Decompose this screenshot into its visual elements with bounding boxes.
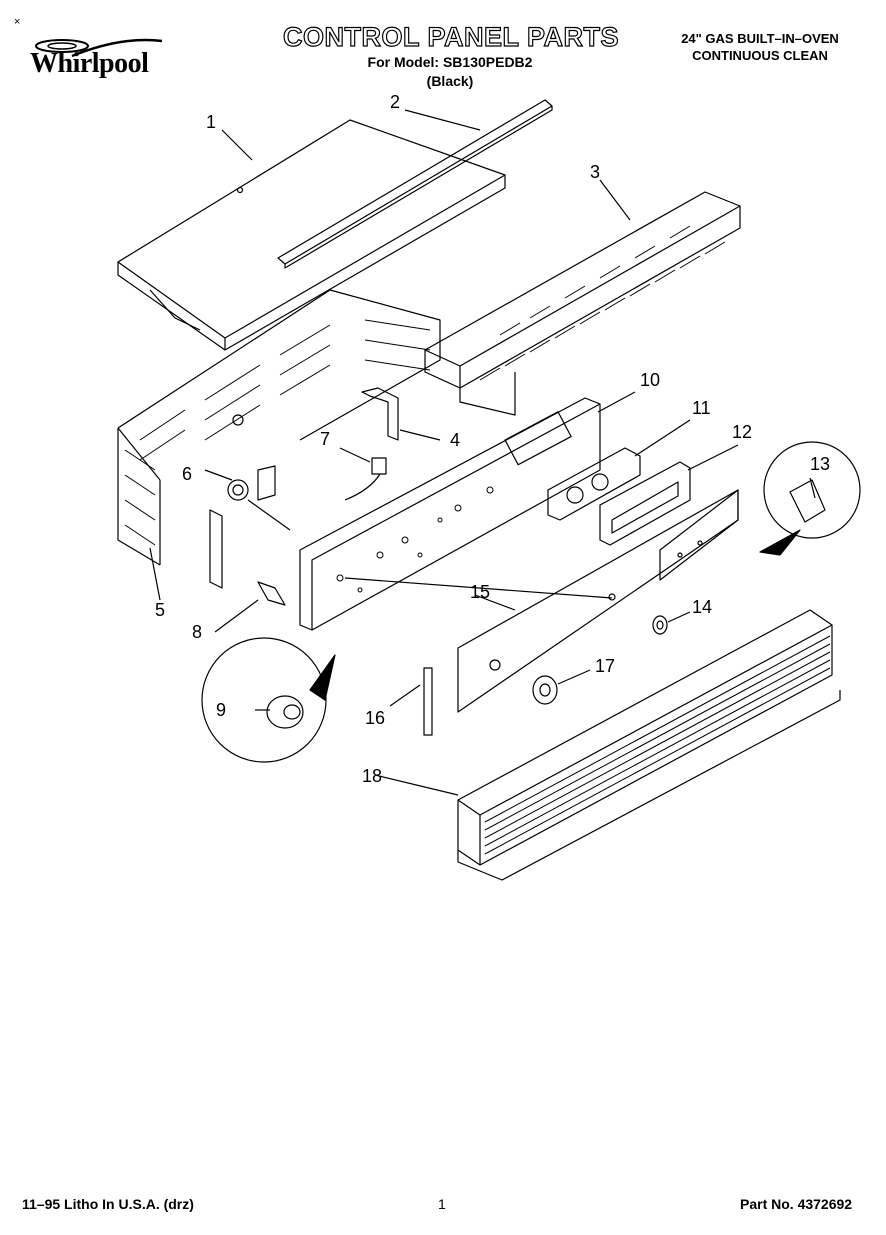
callout-9: 9	[216, 700, 226, 720]
part-wire-harness	[344, 457, 387, 501]
callout-8: 8	[192, 622, 202, 642]
callout-10: 10	[640, 370, 660, 390]
color-line: (Black)	[426, 73, 474, 89]
callout-4: 4	[450, 430, 460, 450]
callout-1: 1	[206, 112, 216, 132]
callout-12: 12	[732, 422, 752, 442]
part-grille	[457, 609, 841, 881]
print-info: 11–95 Litho In U.S.A. (drz)	[22, 1196, 194, 1212]
callout-14: 14	[692, 597, 712, 617]
callout-13: 13	[810, 454, 830, 474]
callout-11: 11	[692, 398, 711, 418]
part-thermostat	[227, 465, 291, 531]
part-rod	[344, 577, 613, 599]
part-gasket-strip	[423, 667, 433, 736]
callout-18: 18	[362, 766, 382, 786]
part-control-plate	[299, 397, 601, 631]
part-washer	[652, 615, 668, 635]
callout-15: 15	[470, 582, 490, 602]
callout-6: 6	[182, 464, 192, 484]
model-line: For Model: SB130PEDB2	[367, 54, 533, 70]
part-side-bracket	[209, 509, 223, 589]
callout-5: 5	[155, 600, 165, 620]
page-title: CONTROL PANEL PARTS	[282, 21, 620, 52]
part-display-frames	[547, 447, 691, 546]
part-housing	[117, 289, 441, 566]
callout-2: 2	[390, 92, 400, 112]
part-bracket-clip	[361, 387, 399, 441]
callout-17: 17	[595, 656, 615, 676]
page-number: 1	[438, 1196, 446, 1212]
product-description: 24" GAS BUILT–IN–OVEN CONTINUOUS CLEAN	[640, 30, 880, 64]
whirlpool-swoosh-logo	[35, 38, 163, 58]
callout-7: 7	[320, 429, 330, 449]
corner-mark: ×	[14, 16, 21, 28]
product-line-2: CONTINUOUS CLEAN	[692, 48, 828, 63]
inset-grommet-9	[201, 637, 336, 763]
part-top-cover	[117, 119, 506, 351]
product-line-1: 24" GAS BUILT–IN–OVEN	[681, 31, 839, 46]
inset-knob-13	[759, 441, 861, 556]
part-switch	[257, 581, 286, 606]
part-vented-channel	[424, 191, 741, 416]
brand-logo-text: Whirlpool	[30, 48, 149, 79]
part-knob-base	[532, 675, 558, 705]
part-number: Part No. 4372692	[740, 1196, 853, 1212]
part-trim-strip	[277, 99, 553, 269]
callout-3: 3	[590, 162, 600, 182]
part-front-panel	[457, 489, 739, 713]
callout-16: 16	[365, 708, 385, 728]
